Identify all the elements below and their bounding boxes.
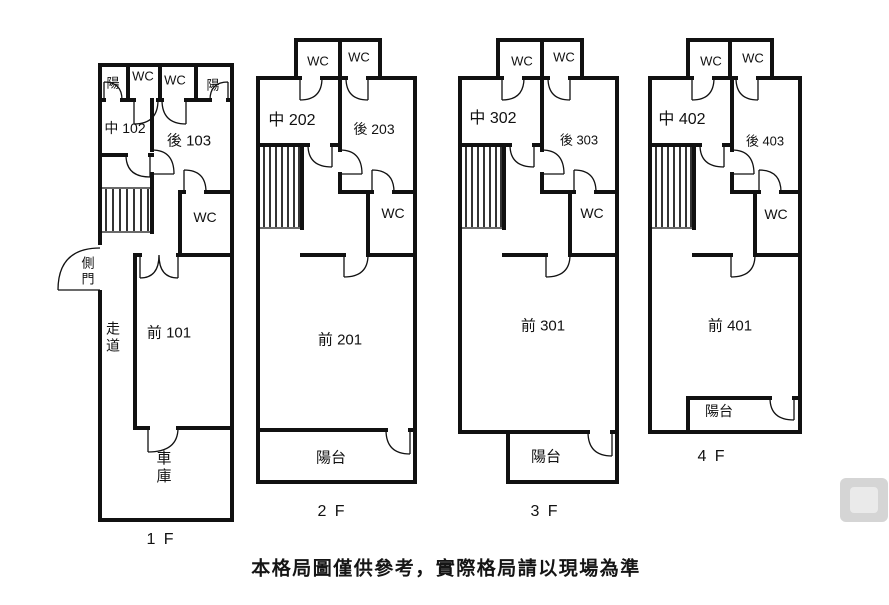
f4-wc-left-label: WC bbox=[700, 53, 722, 69]
f4-floor-label: 4 F bbox=[697, 448, 727, 465]
f1-balcony-left-label: 陽 bbox=[106, 75, 120, 91]
f1-wc-left-label: WC bbox=[132, 68, 154, 84]
f1-wc-right-label: WC bbox=[164, 72, 186, 88]
f3-wc-left-label: WC bbox=[511, 53, 533, 69]
f1-doors bbox=[57, 81, 229, 453]
f2-balcony-label: 陽台 bbox=[315, 449, 347, 467]
watermark-logo bbox=[840, 478, 888, 522]
f4-room-back-label: 後 403 bbox=[745, 133, 785, 149]
f2-room-back-label: 後 203 bbox=[353, 121, 395, 137]
f4-walls bbox=[648, 38, 802, 434]
f3-wc-right-label: WC bbox=[553, 49, 575, 65]
f4-room-front-label: 前 401 bbox=[707, 317, 753, 335]
f2-walls bbox=[256, 38, 417, 484]
f3-room-front-label: 前 301 bbox=[520, 317, 566, 335]
f1-stairs bbox=[100, 187, 152, 233]
f1-room-back-label: 後 103 bbox=[166, 132, 212, 150]
f4-wc-mid-label: WC bbox=[764, 206, 788, 222]
f4-wc-right-label: WC bbox=[742, 50, 764, 66]
f3-wc-mid-label: WC bbox=[580, 205, 604, 221]
f1-walls bbox=[98, 63, 234, 522]
f3-room-middle-label: 中 302 bbox=[469, 110, 517, 127]
f2-wc-left-label: WC bbox=[307, 53, 329, 69]
f3-doors bbox=[501, 77, 613, 457]
f1-room-front-label: 前 101 bbox=[146, 324, 192, 342]
f4-balcony-label: 陽台 bbox=[705, 403, 733, 419]
f3-room-back-label: 後 303 bbox=[559, 132, 599, 148]
disclaimer-caption: 本格局圖僅供參考，實際格局請以現場為準 bbox=[251, 558, 641, 580]
f3-stairs bbox=[460, 146, 504, 229]
f2-floor-label: 2 F bbox=[317, 503, 347, 520]
f1-wc-mid-label: WC bbox=[193, 209, 217, 225]
f1-floor-label: 1 F bbox=[146, 531, 176, 548]
f3-balcony-label: 陽台 bbox=[530, 448, 562, 466]
f1-garage-label: 車庫 bbox=[154, 450, 172, 486]
f4-doors bbox=[691, 77, 795, 421]
f2-doors bbox=[299, 77, 411, 455]
f1-corridor-label: 走道 bbox=[105, 321, 121, 355]
f4-room-middle-label: 中 402 bbox=[658, 111, 706, 128]
f3-floor-label: 3 F bbox=[530, 503, 560, 520]
f2-wc-right-label: WC bbox=[348, 49, 370, 65]
f2-stairs bbox=[258, 146, 302, 229]
f2-room-front-label: 前 201 bbox=[317, 331, 363, 349]
f3-walls bbox=[458, 38, 619, 484]
f2-room-middle-label: 中 202 bbox=[268, 112, 316, 129]
f1-side-door-label: 側門 bbox=[79, 256, 95, 288]
f1-room-middle-label: 中 102 bbox=[104, 120, 146, 136]
f4-stairs bbox=[650, 146, 694, 229]
f2-wc-mid-label: WC bbox=[381, 205, 405, 221]
f1-balcony-right-label: 陽 bbox=[206, 77, 220, 93]
